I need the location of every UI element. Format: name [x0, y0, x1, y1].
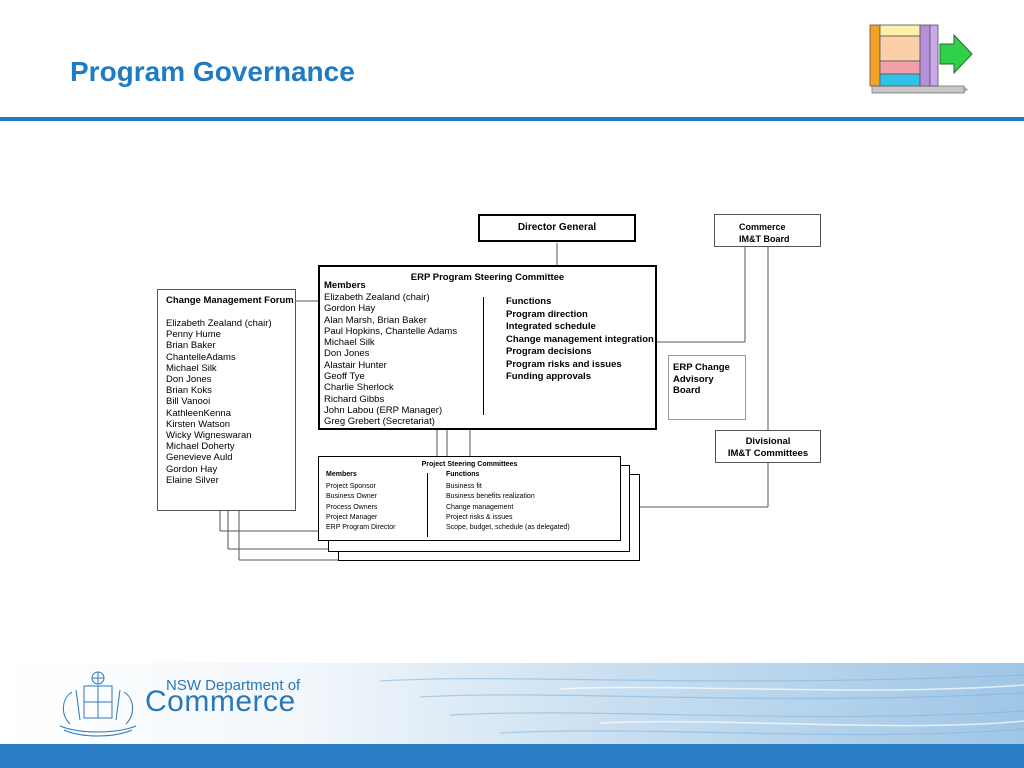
list-item: Integrated schedule: [506, 321, 596, 333]
list-item: Funding approvals: [506, 371, 591, 383]
list-item: Elaine Silver: [166, 474, 219, 486]
title-divider: [0, 117, 1024, 121]
list-item: Gordon Hay: [166, 463, 218, 475]
list-item: Brian Koks: [166, 385, 212, 397]
steering-members-list: Elizabeth Zealand (chair) Gordon Hay Ala…: [324, 292, 457, 428]
divisional-line: Divisional: [745, 436, 791, 447]
steering-members-heading: Members: [324, 280, 366, 291]
project-functions-heading: Functions: [446, 471, 480, 478]
footer-water-banner: [0, 663, 1024, 748]
list-item: Paul Hopkins, Chantelle Adams: [324, 325, 458, 337]
change-forum-title: Change Management Forum: [166, 295, 294, 306]
steering-committee-title: ERP Program Steering Committee: [410, 272, 565, 283]
org-name-line1: NSW Department of: [166, 677, 301, 694]
project-steering-committees-box: Project Steering Committees Members Proj…: [318, 456, 621, 541]
erp-steering-committee-box: ERP Program Steering Committee Members E…: [318, 265, 657, 430]
list-item: Program risks and issues: [506, 358, 622, 370]
commerce-imt-board-box: Commerce IM&T Board: [714, 214, 821, 247]
org-name-line2: Commerce: [145, 685, 296, 718]
list-item: Elizabeth Zealand (chair): [324, 292, 430, 303]
commerce-board-line: Commerce: [739, 222, 786, 232]
page-title: Program Governance: [70, 56, 355, 87]
list-item: Kirsten Watson: [166, 418, 231, 430]
project-functions-list: Business fit Business benefits realizati…: [446, 482, 570, 533]
list-item: Michael Doherty: [166, 441, 235, 453]
list-item: Scope, budget, schedule (as delegated): [446, 524, 570, 532]
project-column-divider: [427, 473, 428, 537]
list-item: Brian Baker: [166, 340, 216, 352]
list-item: Alan Marsh, Brian Baker: [324, 314, 427, 326]
footer-bar: [0, 744, 1024, 768]
list-item: Change management: [446, 503, 514, 511]
list-item: Don Jones: [324, 348, 370, 360]
list-item: Alastair Hunter: [324, 359, 387, 371]
erp-change-advisory-board-box: ERP Change Advisory Board: [668, 355, 746, 420]
steering-functions-heading: Functions: [506, 296, 552, 307]
list-item: Elizabeth Zealand (chair): [166, 318, 272, 329]
list-item: Michael Silk: [324, 337, 375, 349]
list-item: Program direction: [506, 309, 588, 320]
list-item: KathleenKenna: [166, 407, 231, 419]
change-forum-members-list: Elizabeth Zealand (chair) Penny Hume Bri…: [166, 318, 295, 486]
list-item: Project Manager: [326, 513, 378, 521]
advisory-board-line: ERP Change: [673, 362, 730, 373]
list-item: Richard Gibbs: [324, 393, 385, 405]
list-item: Geoff Tye: [324, 371, 365, 383]
project-committees-title: Project Steering Committees: [421, 461, 518, 468]
divisional-line: IM&T Committees: [727, 447, 809, 459]
list-item: Project risks & issues: [446, 513, 513, 521]
list-item: Michael Silk: [166, 362, 217, 374]
list-item: Bill Vanooi: [166, 396, 211, 408]
list-item: Charlie Sherlock: [324, 382, 394, 394]
change-management-forum-box: Change Management Forum Elizabeth Zealan…: [157, 289, 296, 511]
list-item: Penny Hume: [166, 329, 221, 341]
list-item: Greg Grebert (Secretariat): [324, 416, 435, 428]
project-members-heading: Members: [326, 471, 357, 478]
list-item: Genevieve Auld: [166, 452, 233, 464]
director-general-box: Director General: [478, 214, 636, 242]
list-item: Process Owners: [326, 503, 378, 511]
list-item: Program decisions: [506, 346, 592, 358]
advisory-board-line: Board: [673, 385, 701, 396]
list-item: Wicky Wigneswaran: [166, 430, 252, 442]
list-item: ERP Program Director: [326, 524, 396, 532]
list-item: ChantelleAdams: [166, 351, 236, 363]
list-item: Business Owner: [326, 493, 377, 501]
list-item: Business fit: [446, 483, 482, 490]
commerce-board-line: IM&T Board: [739, 234, 790, 244]
steering-column-divider: [483, 297, 484, 415]
list-item: Don Jones: [166, 374, 212, 386]
list-item: Business benefits realization: [446, 493, 535, 501]
steering-functions-list: Program direction Integrated schedule Ch…: [506, 309, 654, 383]
nsw-coat-of-arms-icon: [59, 671, 137, 737]
list-item: Project Sponsor: [326, 483, 376, 490]
list-item: John Labou (ERP Manager): [324, 404, 443, 416]
timeline-blocks-arrow-icon: [869, 24, 973, 94]
divisional-imt-committees-box: Divisional IM&T Committees: [715, 430, 821, 463]
project-members-list: Project Sponsor Business Owner Process O…: [326, 482, 396, 533]
advisory-board-line: Advisory: [673, 373, 714, 385]
list-item: Gordon Hay: [324, 303, 376, 315]
list-item: Change management integration: [506, 333, 654, 345]
